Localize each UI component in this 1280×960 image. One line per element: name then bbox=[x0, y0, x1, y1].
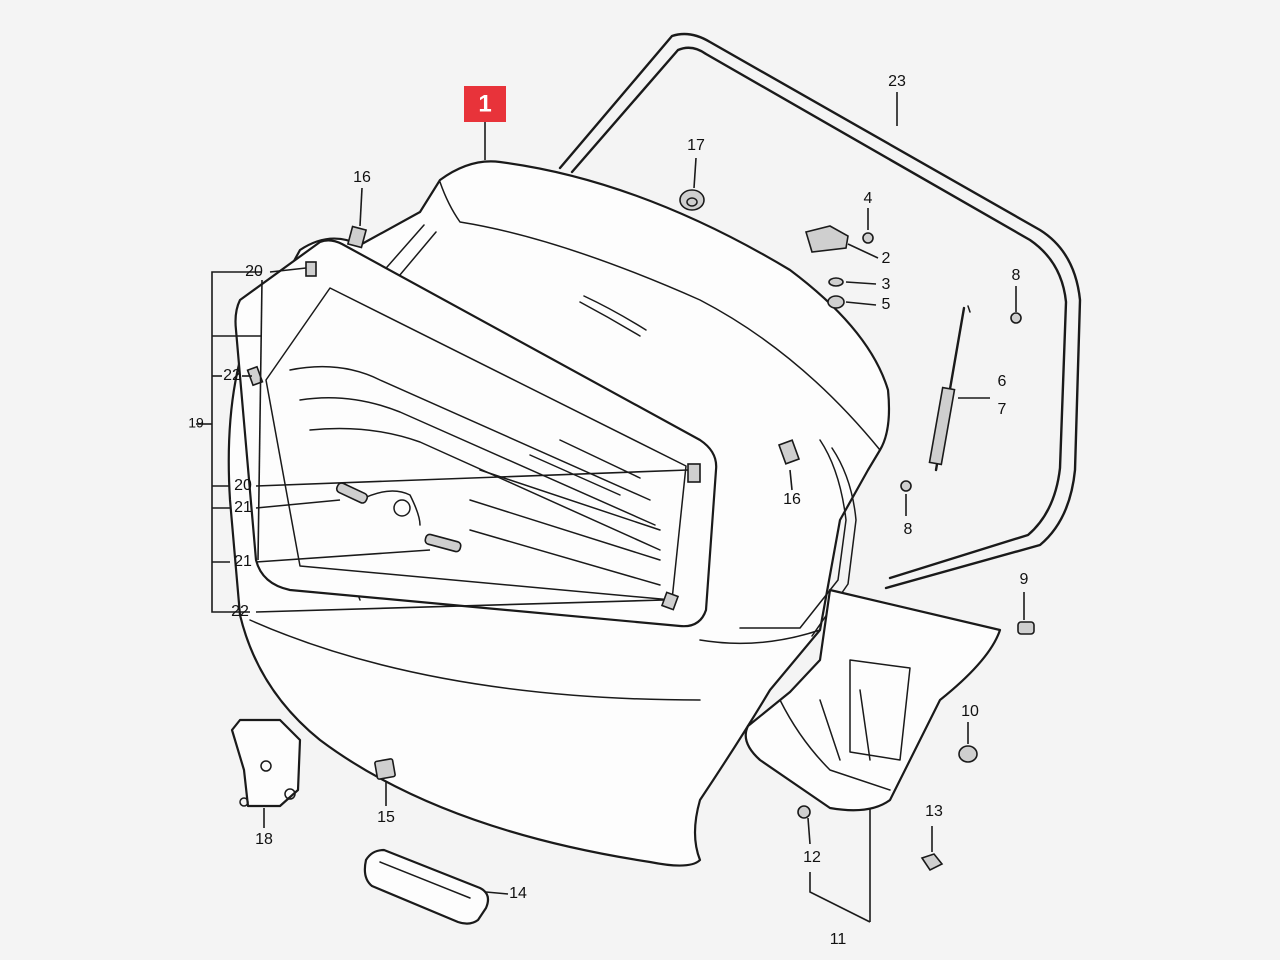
callout-17: 17 bbox=[687, 137, 705, 154]
ball-stud-8-bottom bbox=[900, 480, 912, 492]
callout-2: 2 bbox=[882, 250, 891, 267]
small-parts bbox=[230, 189, 1035, 925]
callout-8-top: 8 bbox=[1012, 267, 1021, 284]
callout-16-right: 16 bbox=[783, 491, 801, 508]
part-1-highlight: 1 bbox=[464, 86, 506, 122]
callout-20-lower: 20 bbox=[234, 477, 252, 494]
callout-labels: 2 3 4 5 6 7 8 8 9 10 11 12 13 14 15 16 1… bbox=[188, 73, 1028, 948]
callout-21-lower: 21 bbox=[234, 553, 252, 570]
callout-13: 13 bbox=[925, 803, 943, 820]
callout-20-top: 20 bbox=[245, 263, 263, 280]
ball-stud-8-top bbox=[1010, 312, 1022, 324]
clip-13 bbox=[920, 853, 944, 872]
inner-trim-panel bbox=[744, 588, 1002, 812]
callout-22-lower: 22 bbox=[231, 603, 249, 620]
callout-7: 7 bbox=[998, 401, 1007, 418]
clip-15 bbox=[374, 758, 396, 780]
callout-11: 11 bbox=[830, 931, 847, 948]
weatherstrip-seal bbox=[558, 32, 1082, 590]
nut-5 bbox=[827, 295, 845, 309]
washer-3 bbox=[828, 277, 844, 287]
callout-16-top: 16 bbox=[353, 169, 371, 186]
callout-6: 6 bbox=[998, 373, 1007, 390]
callout-9: 9 bbox=[1020, 571, 1029, 588]
callout-12: 12 bbox=[803, 849, 821, 866]
leader-lines bbox=[196, 92, 1025, 923]
part-1-label: 1 bbox=[478, 90, 491, 117]
callout-3: 3 bbox=[882, 276, 891, 293]
callout-21-upper: 21 bbox=[234, 499, 252, 516]
handle-14 bbox=[363, 848, 490, 925]
glass-panel bbox=[234, 239, 718, 628]
callout-18: 18 bbox=[255, 831, 273, 848]
callout-14: 14 bbox=[509, 885, 527, 902]
callout-19: 19 bbox=[188, 415, 204, 431]
callout-15: 15 bbox=[377, 809, 395, 826]
callout-4: 4 bbox=[864, 190, 873, 207]
clip-16-top bbox=[346, 225, 368, 249]
clip-22-lower bbox=[660, 591, 680, 611]
clip-20-lower bbox=[687, 463, 701, 483]
bumper-9 bbox=[1017, 621, 1035, 635]
bracket-18 bbox=[230, 718, 302, 808]
callout-8-bottom: 8 bbox=[904, 521, 913, 538]
callout-23: 23 bbox=[888, 73, 906, 90]
callout-10: 10 bbox=[961, 703, 979, 720]
callout-22-top: 22 bbox=[223, 367, 241, 384]
part-1-badge bbox=[464, 86, 506, 122]
grommet-17 bbox=[679, 189, 705, 211]
clip-20-top bbox=[305, 261, 317, 277]
strip-21-lower bbox=[424, 533, 462, 553]
strip-21-upper bbox=[335, 482, 369, 504]
callout-5: 5 bbox=[882, 296, 891, 313]
clip-22-top bbox=[246, 365, 264, 387]
clip-16-right bbox=[777, 439, 801, 465]
clip-10 bbox=[958, 745, 978, 763]
bolt-4 bbox=[862, 232, 874, 244]
screw-12 bbox=[797, 805, 811, 819]
hinge-2 bbox=[804, 225, 849, 253]
